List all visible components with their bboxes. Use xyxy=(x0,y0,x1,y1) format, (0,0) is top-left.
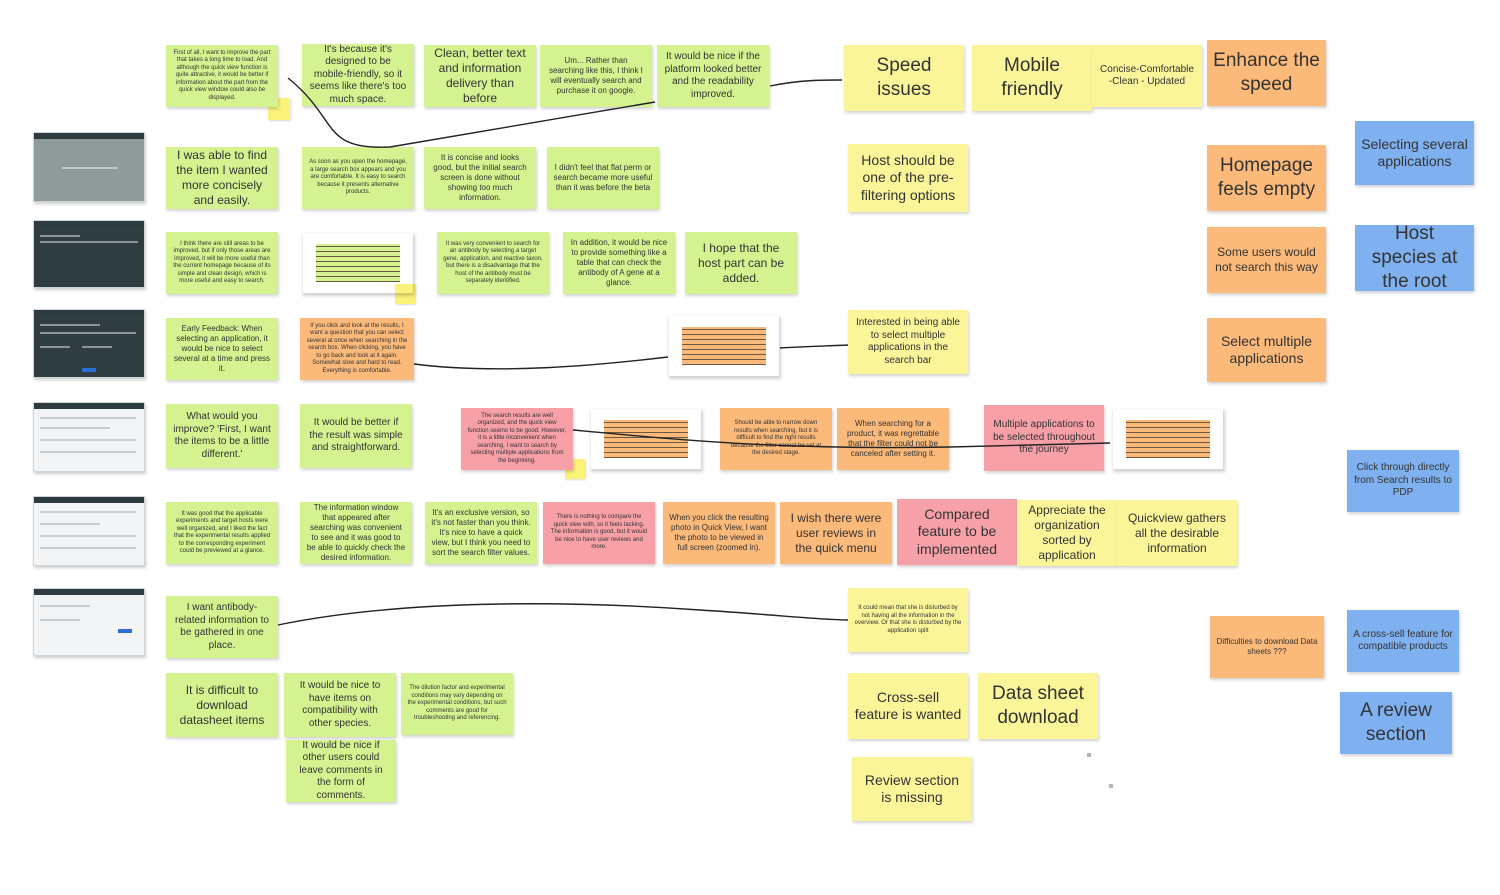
sticky-note[interactable]: Appreciate the organization sorted by ap… xyxy=(1017,500,1117,566)
sticky-note[interactable]: Early Feedback: When selecting an applic… xyxy=(166,318,278,380)
sticky-note[interactable]: The information window that appeared aft… xyxy=(300,502,412,564)
screenshot-thumbnail[interactable] xyxy=(33,132,145,202)
sticky-note[interactable]: Enhance the speed xyxy=(1207,40,1326,106)
sticky-note[interactable]: I was able to find the item I wanted mor… xyxy=(166,147,278,209)
sticky-note[interactable]: As soon as you open the homepage, a larg… xyxy=(302,147,414,209)
sticky-note[interactable]: I wish there were user reviews in the qu… xyxy=(780,502,892,564)
sticky-note[interactable]: It would be nice to have items on compat… xyxy=(284,673,396,737)
sticky-note[interactable]: Interested in being able to select multi… xyxy=(848,310,968,374)
sticky-note[interactable]: Clean, better text and information deliv… xyxy=(424,45,536,107)
sticky-note[interactable]: Quickview gathers all the desirable info… xyxy=(1117,500,1237,566)
sticky-note[interactable]: Host should be one of the pre-filtering … xyxy=(848,144,968,212)
screenshot-thumbnail[interactable] xyxy=(33,309,145,378)
dot-marker xyxy=(1087,753,1091,757)
sticky-note-scribble[interactable] xyxy=(668,315,780,377)
sticky-note[interactable]: Compared feature to be implemented xyxy=(897,499,1017,565)
sticky-note[interactable]: Difficulties to download Data sheets ??? xyxy=(1210,616,1324,678)
sticky-note[interactable]: Concise-Comfortable -Clean - Updated xyxy=(1092,45,1202,107)
sticky-note[interactable]: There is nothing to compare the quick vi… xyxy=(543,502,655,564)
sticky-note[interactable]: I didn't feel that flat perm or search b… xyxy=(547,147,659,209)
sticky-note[interactable]: It would be better if the result was sim… xyxy=(300,404,412,468)
sticky-note[interactable]: Cross-sell feature is wanted xyxy=(848,673,968,739)
sticky-note[interactable]: It was very convenient to search for an … xyxy=(437,232,549,294)
sticky-note-scribble[interactable] xyxy=(302,232,414,294)
sticky-note[interactable]: It would be nice if other users could le… xyxy=(286,740,396,802)
sticky-note[interactable]: Some users would not search this way xyxy=(1207,227,1326,293)
sticky-note[interactable]: Click through directly from Search resul… xyxy=(1347,450,1459,512)
sticky-note[interactable]: Host species at the root xyxy=(1355,225,1474,291)
sticky-note[interactable]: I want antibody-related information to b… xyxy=(166,596,278,658)
sticky-note[interactable]: The dilution factor and experimental con… xyxy=(401,673,513,735)
sticky-note[interactable]: First of all, I want to improve the part… xyxy=(166,45,278,107)
sticky-note[interactable]: It is difficult to download datasheet it… xyxy=(166,673,278,737)
sticky-note[interactable]: It is concise and looks good, but the in… xyxy=(424,147,536,209)
sticky-note[interactable]: If you click and look at the results, I … xyxy=(300,318,414,380)
sticky-note[interactable]: Multiple applications to be selected thr… xyxy=(984,405,1104,471)
connector-line xyxy=(278,604,848,625)
sticky-note[interactable]: It could mean that she is disturbed by n… xyxy=(848,588,968,652)
sticky-note[interactable]: Review section is missing xyxy=(852,757,972,821)
sticky-note[interactable]: When you click the resulting photo in Qu… xyxy=(663,502,775,564)
connector-line xyxy=(780,345,848,348)
screenshot-thumbnail[interactable] xyxy=(33,402,145,472)
sticky-note[interactable]: A review section xyxy=(1340,692,1452,754)
sticky-note-scribble[interactable] xyxy=(590,408,702,470)
sticky-note[interactable]: Um... Rather than searching like this, I… xyxy=(540,45,652,107)
sticky-note[interactable]: The search results are well organized, a… xyxy=(461,408,573,470)
sticky-note[interactable]: In addition, it would be nice to provide… xyxy=(563,232,675,294)
screenshot-thumbnail[interactable] xyxy=(33,588,145,656)
sticky-note[interactable]: Mobile friendly xyxy=(972,45,1092,111)
sticky-note[interactable]: Homepage feels empty xyxy=(1207,145,1326,211)
sticky-note[interactable]: Should be able to narrow down results wh… xyxy=(720,408,832,470)
sticky-note[interactable]: I hope that the host part can be added. xyxy=(685,232,797,294)
sticky-note[interactable]: What would you improve? 'First, I want t… xyxy=(166,404,278,468)
screenshot-thumbnail[interactable] xyxy=(33,496,145,566)
screenshot-thumbnail[interactable] xyxy=(33,220,145,288)
sticky-note[interactable]: It's because it's designed to be mobile-… xyxy=(302,44,414,106)
sticky-note[interactable]: It's an exclusive version, so it's not f… xyxy=(425,502,537,564)
connector-line xyxy=(770,80,842,86)
sticky-note[interactable]: Select multiple applications xyxy=(1207,318,1326,382)
sticky-note[interactable]: Selecting several applications xyxy=(1355,121,1474,185)
sticky-note[interactable]: I think there are still areas to be impr… xyxy=(166,232,278,294)
sticky-note[interactable]: It was good that the applicable experime… xyxy=(166,502,278,564)
sticky-note[interactable]: Data sheet download xyxy=(978,673,1098,739)
dot-marker xyxy=(1109,784,1113,788)
sticky-note[interactable]: It would be nice if the platform looked … xyxy=(657,45,769,107)
sticky-note-scribble[interactable] xyxy=(1112,408,1224,470)
sticky-note[interactable]: When searching for a product, it was reg… xyxy=(837,408,949,470)
sticky-note[interactable]: Speed issues xyxy=(844,45,964,111)
sticky-note[interactable]: A cross-sell feature for compatible prod… xyxy=(1347,610,1459,672)
connector-line xyxy=(414,357,668,369)
